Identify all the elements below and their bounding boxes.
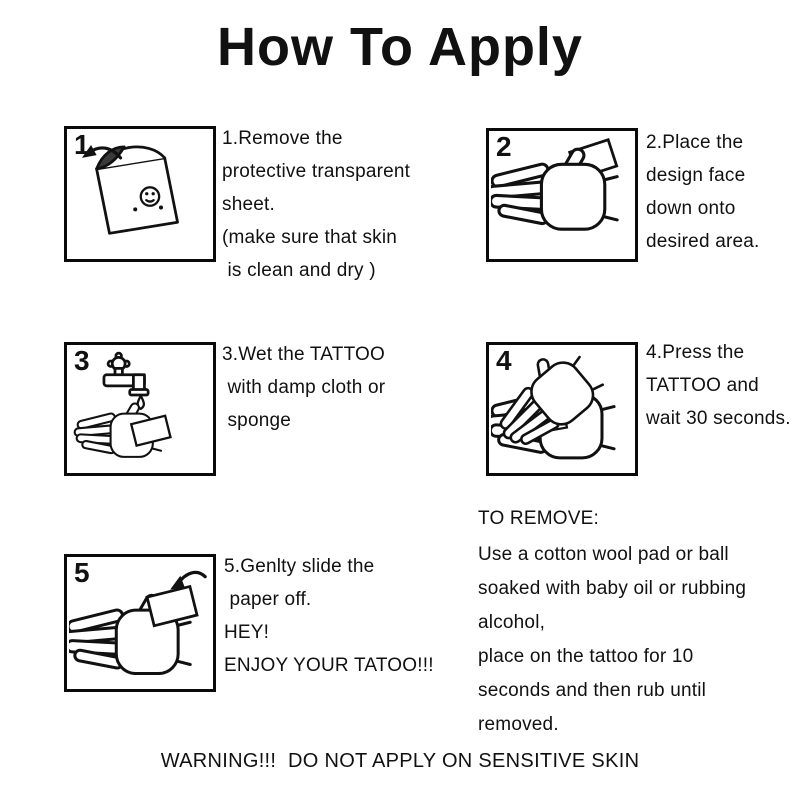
step-1-line-5: is clean and dry ): [222, 260, 376, 281]
remove-heading: TO REMOVE:: [478, 508, 599, 529]
step-5-line-2: paper off.: [224, 589, 312, 610]
step-4-number: 4: [496, 345, 512, 376]
step-2-line-3: down onto: [646, 198, 736, 219]
sheet-shape: [95, 156, 179, 235]
step-1-number: 1: [74, 129, 90, 160]
step-4-line-1: 4.Press the: [646, 342, 745, 363]
faucet-icon: [102, 351, 150, 397]
step-4-line-3: wait 30 seconds.: [646, 408, 791, 429]
slide-paper-illustration: [69, 570, 207, 675]
step-5-box: 5: [64, 554, 216, 692]
press-tattoo-illustration: [491, 351, 616, 462]
remove-section: TO REMOVE: Use a cotton wool pad or ball…: [478, 502, 746, 742]
step-1-text: 1.Remove the protective transparent shee…: [222, 122, 410, 287]
step-2-line-1: 2.Place the: [646, 132, 744, 153]
remove-line-1: Use a cotton wool pad or ball: [478, 544, 729, 565]
remove-line-6: removed.: [478, 714, 559, 735]
step-2-box: 2: [486, 128, 638, 262]
step-5-line-1: 5.Genlty slide the: [224, 556, 375, 577]
warning-text: WARNING!!! DO NOT APPLY ON SENSITIVE SKI…: [160, 750, 640, 772]
step-3-number: 3: [74, 345, 90, 376]
step-2-number: 2: [496, 131, 512, 162]
step-5-text: 5.Genlty slide the paper off. HEY! ENJOY…: [224, 550, 434, 682]
step-3-line-1: 3.Wet the TATTOO: [222, 344, 385, 365]
step-3-box: 3: [64, 342, 216, 476]
step-1-line-3: sheet.: [222, 194, 275, 215]
step-4-box: 4: [486, 342, 638, 476]
step-1-box: 1: [64, 126, 216, 262]
step-2-text: 2.Place the design face down onto desire…: [646, 126, 760, 258]
tattoo-paper-shape: [129, 414, 172, 448]
step-2-line-4: desired area.: [646, 231, 760, 252]
remove-line-5: seconds and then rub until: [478, 680, 707, 701]
hand-place-illustration: [491, 137, 619, 231]
step-3-text: 3.Wet the TATTOO with damp cloth or spon…: [222, 338, 385, 437]
step-2-line-2: design face: [646, 165, 746, 186]
step-4-line-2: TATTOO and: [646, 375, 759, 396]
page-title: How To Apply: [217, 17, 583, 77]
sliding-paper-shape: [145, 584, 199, 628]
step-3-line-2: with damp cloth or: [222, 377, 386, 398]
peel-arrow-head: [81, 145, 97, 158]
cartoon-dots: [133, 192, 164, 212]
step-5-number: 5: [74, 557, 90, 588]
step-5-line-3: HEY!: [224, 622, 270, 643]
cartoon-face-icon: [139, 186, 161, 207]
step-1-line-4: (make sure that skin: [222, 227, 398, 248]
remove-line-4: place on the tattoo for 10: [478, 646, 694, 667]
peel-sheet-illustration: [81, 145, 179, 235]
remove-line-3: alcohol,: [478, 612, 546, 633]
wet-tattoo-illustration: [73, 351, 172, 458]
slide-arrow-head: [170, 575, 185, 590]
step-1-line-1: 1.Remove the: [222, 128, 343, 149]
remove-line-2: soaked with baby oil or rubbing: [478, 578, 747, 599]
step-4-text: 4.Press the TATTOO and wait 30 seconds.: [646, 336, 791, 435]
step-3-line-3: sponge: [222, 410, 292, 431]
step-1-line-2: protective transparent: [222, 161, 411, 182]
step-5-line-4: ENJOY YOUR TATOO!!!: [224, 655, 434, 676]
